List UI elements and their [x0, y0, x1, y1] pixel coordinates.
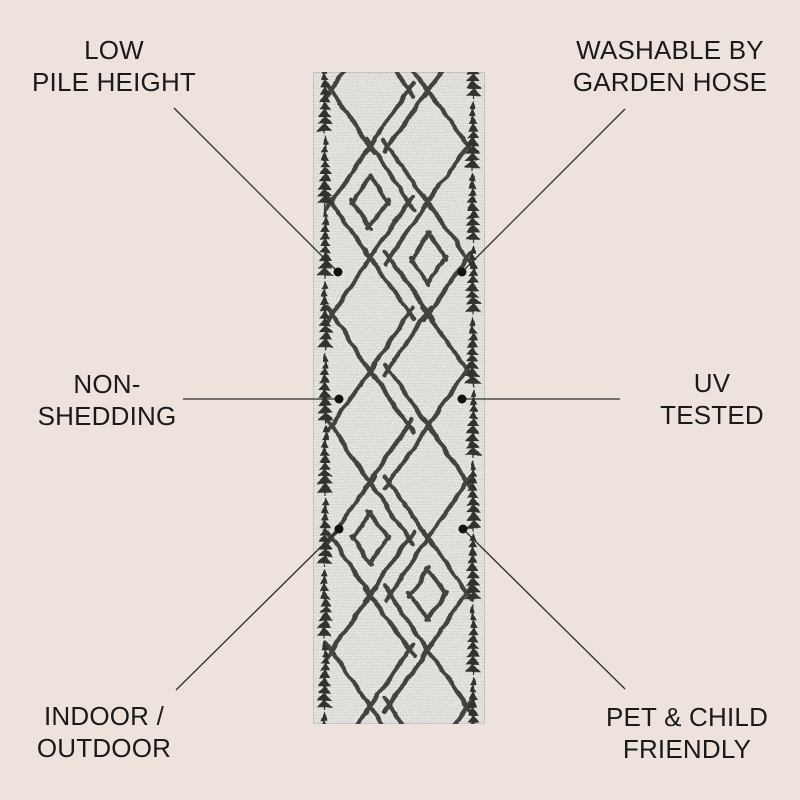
rug-grain-texture: [313, 72, 485, 724]
feature-label-line: FRIENDLY: [622, 734, 752, 764]
callout-line-pet-child: [462, 528, 626, 690]
feature-label-line: TESTED: [660, 400, 764, 430]
rug-diamond-pattern: [323, 72, 475, 724]
callout-line-washable: [461, 108, 626, 273]
feature-label-pet-child-friendly: PET & CHILD FRIENDLY: [606, 701, 768, 765]
feature-label-line: SHEDDING: [37, 401, 177, 431]
rug-graphic: [313, 72, 485, 724]
feature-label-line: WASHABLE BY: [576, 35, 764, 65]
feature-label-indoor-outdoor: INDOOR / OUTDOOR: [37, 700, 171, 764]
rug-edge: [313, 72, 485, 724]
feature-label-line: LOW: [84, 35, 144, 65]
feature-label-line: OUTDOOR: [36, 733, 172, 763]
feature-label-line: NON-: [73, 369, 141, 399]
feature-label-line: INDOOR /: [43, 701, 165, 731]
rug-image: [313, 72, 485, 724]
feature-label-non-shedding: NON- SHEDDING: [38, 368, 177, 432]
feature-label-line: PET & CHILD: [605, 702, 769, 732]
feature-label-low-pile-height: LOW PILE HEIGHT: [32, 34, 196, 98]
feature-label-washable-by-garden-hose: WASHABLE BY GARDEN HOSE: [573, 34, 767, 98]
feature-label-line: GARDEN HOSE: [572, 67, 768, 97]
feature-label-line: PILE HEIGHT: [31, 67, 197, 97]
feature-label-uv-tested: UV TESTED: [660, 367, 764, 431]
feature-label-line: UV: [693, 368, 731, 398]
